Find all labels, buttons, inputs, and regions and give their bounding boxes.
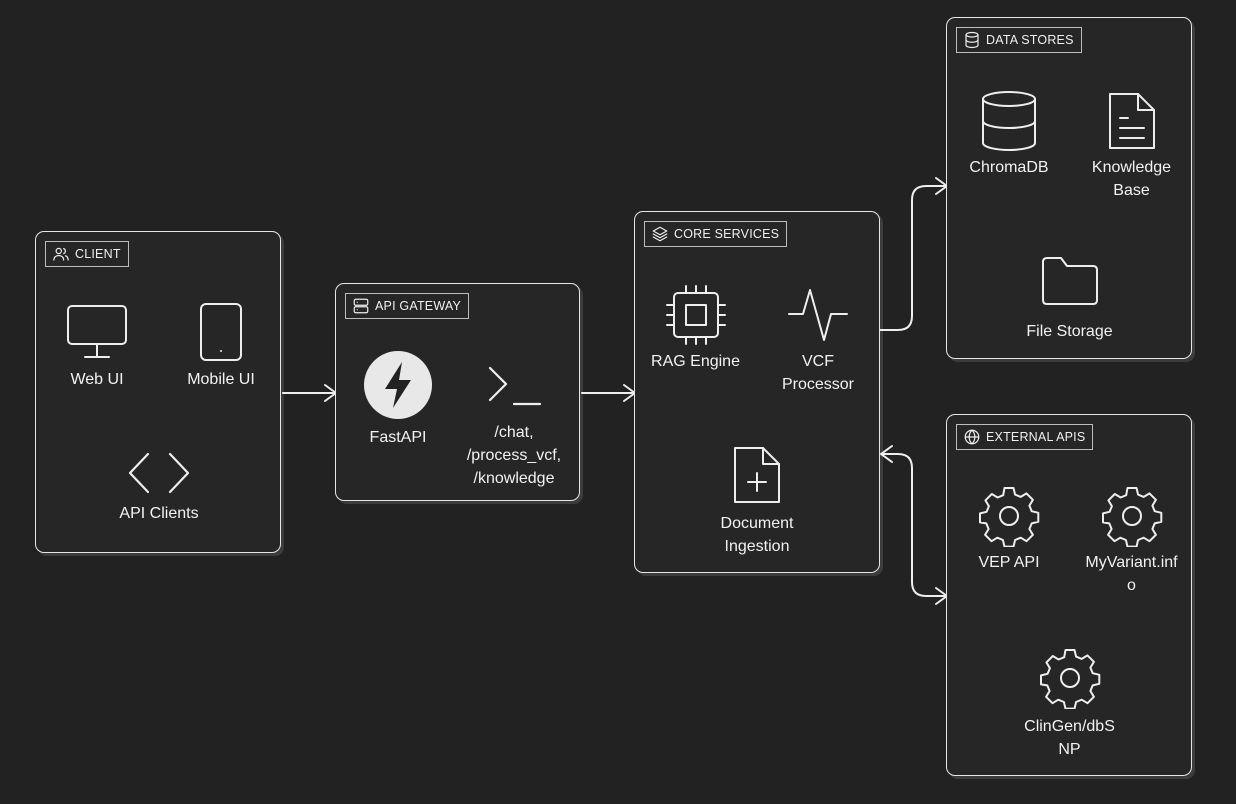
api-clients-label: API Clients [119,505,199,522]
document-icon [1106,90,1158,152]
myvariant-label: MyVariant.info [1085,554,1178,594]
file-storage-label: File Storage [1026,323,1113,340]
gateway-panel: API GATEWAY FastAPI /chat, /process_vcf,… [335,283,580,501]
gateway-tag: API GATEWAY [345,293,470,319]
pulse-icon [786,284,850,346]
clingen-label: ClinGen/dbSNP [1024,718,1115,758]
node-web-ui: Web UI [52,302,142,391]
server-icon [353,298,369,314]
node-mobile-ui: Mobile UI [174,302,268,391]
vep-api-label: VEP API [978,554,1040,571]
file-plus-icon [731,444,783,506]
external-tag: EXTERNAL APIS [956,424,1094,450]
stores-tag: DATA STORES [956,27,1082,53]
users-icon [53,247,69,261]
database-icon [979,90,1039,152]
client-panel: CLIENT Web UI Mobile UI API Clients [35,231,281,553]
chip-icon [664,284,728,346]
knowledge-base-label: Knowledge Base [1091,159,1172,199]
arrow-gateway-to-core [581,384,636,402]
node-document-ingestion: Document Ingestion [701,444,813,558]
client-tag: CLIENT [45,241,129,267]
vcf-processor-label: VCF Processor [781,353,855,393]
chromadb-label: ChromaDB [969,159,1049,176]
folder-icon [1039,254,1101,308]
node-fastapi: FastAPI [353,350,443,449]
node-myvariant: MyVariant.info [1079,485,1184,597]
arrow-client-to-gateway [282,384,337,402]
mobile-ui-label: Mobile UI [187,371,255,388]
globe-icon [964,429,980,445]
layers-icon [652,226,668,242]
arrow-core-external-bidirectional [880,445,948,605]
document-ingestion-label: Document Ingestion [720,515,794,555]
fastapi-label: FastAPI [369,429,427,446]
external-title: EXTERNAL APIS [986,430,1086,444]
gear-icon [976,485,1042,547]
rag-engine-label: RAG Engine [651,353,740,370]
gear-icon [1099,485,1165,547]
node-clingen: ClinGen/dbSNP [1017,647,1122,761]
node-rag-engine: RAG Engine [643,284,748,373]
gear-icon [1037,647,1103,709]
core-tag: CORE SERVICES [644,221,788,247]
gateway-title: API GATEWAY [375,299,462,313]
lightning-icon [363,350,433,420]
node-vep-api: VEP API [959,485,1059,574]
core-panel: CORE SERVICES RAG Engine VCF Processor D… [634,211,880,573]
tablet-icon [197,302,245,362]
node-endpoints: /chat, /process_vcf, /knowledge [454,362,574,490]
database-tag-icon [965,31,979,49]
terminal-icon [484,362,544,408]
node-chromadb: ChromaDB [959,90,1059,179]
stores-panel: DATA STORES ChromaDB Knowledge Base File… [946,17,1192,359]
endpoints-label: /chat, /process_vcf, /knowledge [466,424,562,487]
external-panel: EXTERNAL APIS VEP API MyVariant.info Cli… [946,414,1192,776]
node-knowledge-base: Knowledge Base [1079,90,1184,202]
client-title: CLIENT [75,247,121,261]
monitor-icon [65,302,129,362]
arrow-core-to-stores [879,177,948,331]
node-api-clients: API Clients [89,450,229,525]
web-ui-label: Web UI [70,371,124,388]
core-title: CORE SERVICES [674,227,780,241]
node-vcf-processor: VCF Processor [768,284,868,396]
stores-title: DATA STORES [986,33,1074,47]
node-file-storage: File Storage [1012,254,1127,343]
code-icon [124,450,194,496]
